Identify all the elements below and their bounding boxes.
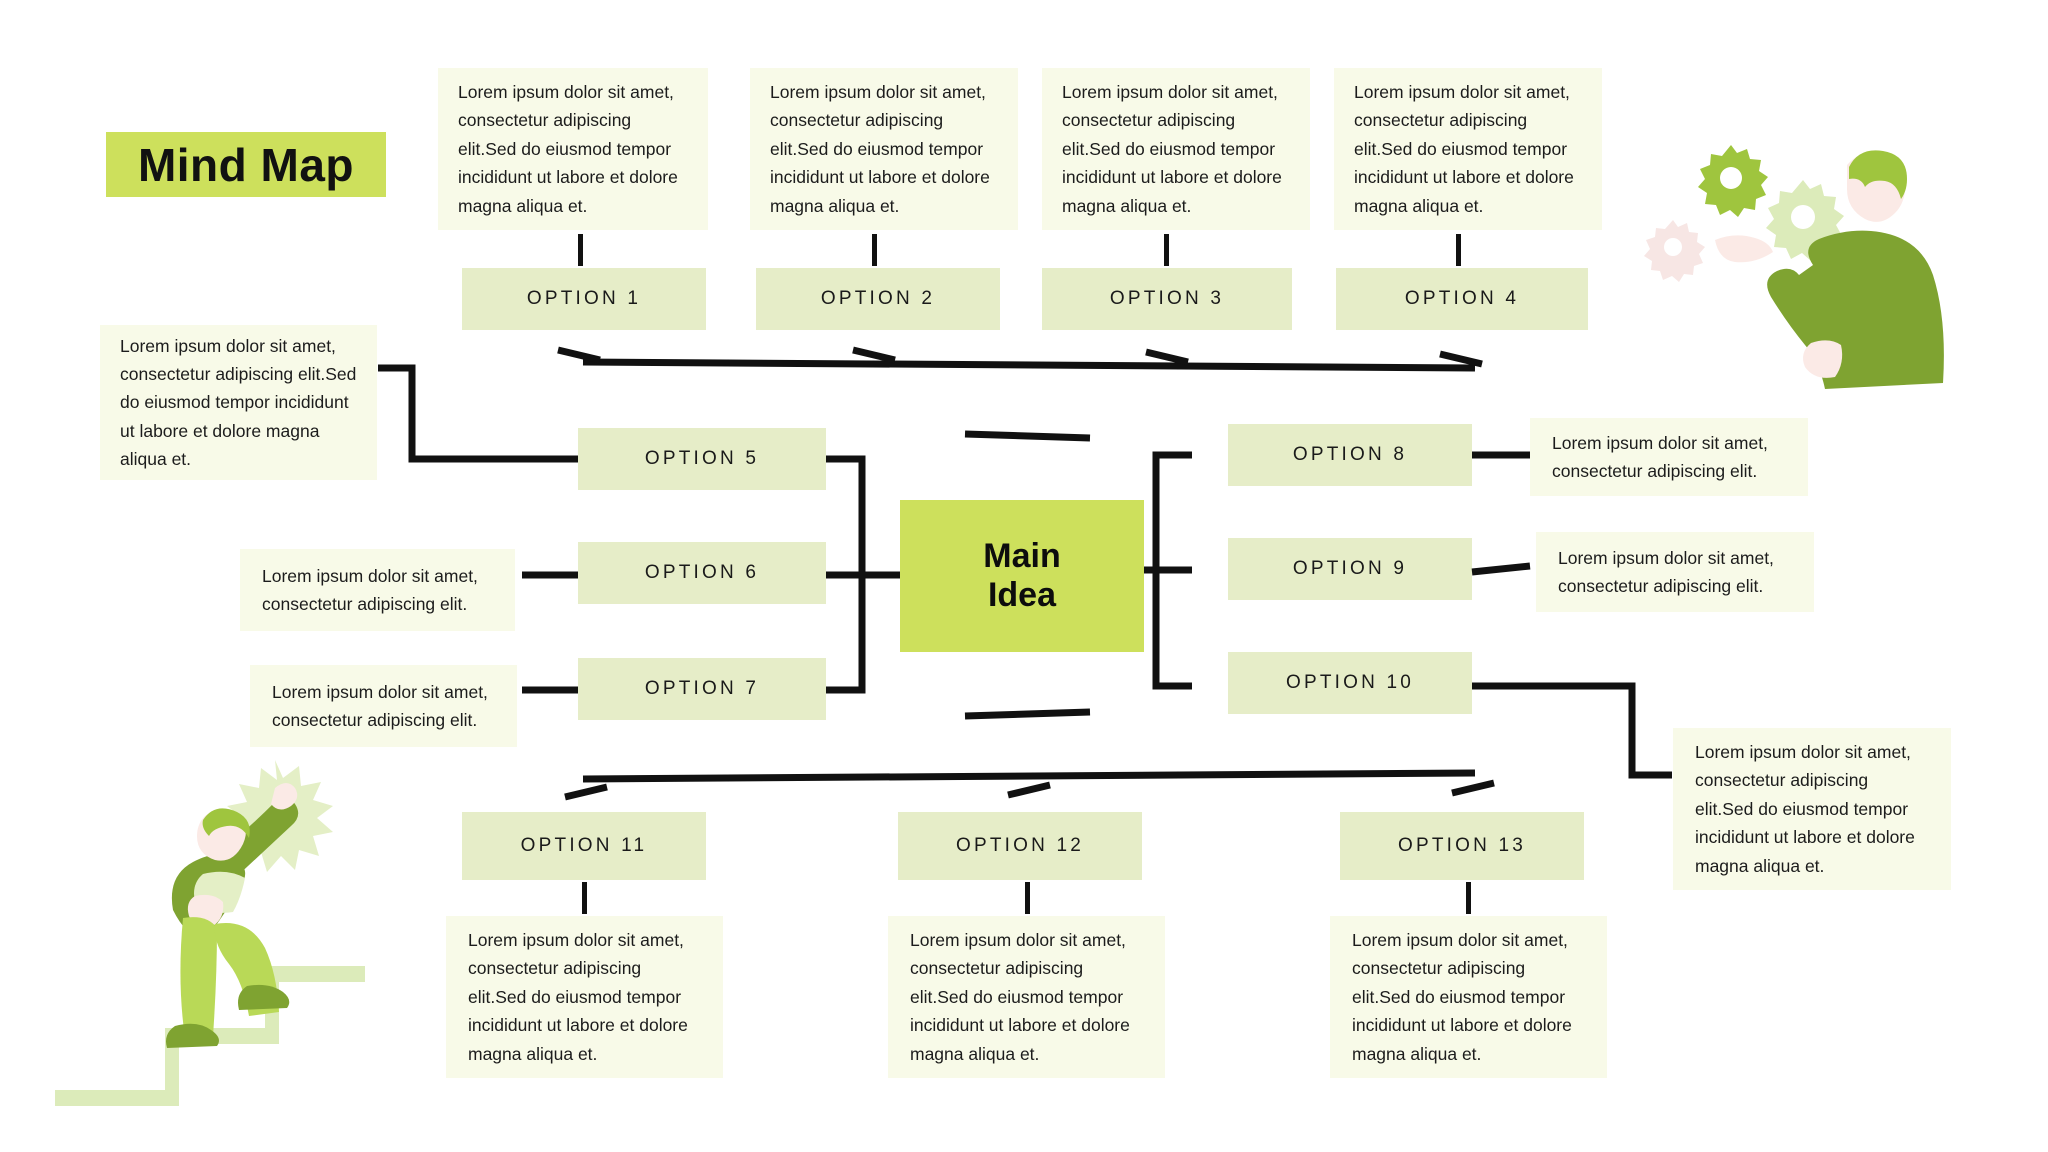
note-top-3-text: Lorem ipsum dolor sit amet, consectetur … [1062, 82, 1282, 216]
option-box-10-label: OPTION 10 [1285, 672, 1415, 693]
main-bottom-mark [964, 708, 1091, 720]
note-left-mid-text: Lorem ipsum dolor sit amet, consectetur … [262, 565, 478, 614]
note-top-2-text: Lorem ipsum dolor sit amet, consectetur … [770, 82, 990, 216]
page-title-text: Mind Map [137, 138, 355, 191]
note-top-4: Lorem ipsum dolor sit amet, consectetur … [1334, 68, 1602, 230]
option-box-5-label: OPTION 5 [644, 448, 760, 469]
gear-icon [1698, 145, 1768, 217]
note-bottom-3: Lorem ipsum dolor sit amet, consectetur … [1330, 916, 1607, 1078]
main-idea-line-2: Idea [987, 576, 1057, 614]
note-left-mid: Lorem ipsum dolor sit amet, consectetur … [240, 549, 515, 631]
connector-note-top-1-option-1 [578, 234, 583, 266]
note-left-low-text: Lorem ipsum dolor sit amet, consectetur … [272, 681, 488, 730]
option-box-8-label: OPTION 8 [1292, 444, 1408, 465]
top-stub-4 [1439, 350, 1483, 368]
option-box-12-label: OPTION 12 [955, 835, 1085, 856]
option-box-1-label: OPTION 1 [526, 288, 642, 309]
option-box-8[interactable]: OPTION 8 [1228, 424, 1472, 486]
note-top-3: Lorem ipsum dolor sit amet, consectetur … [1042, 68, 1310, 230]
option-box-7-label: OPTION 7 [644, 678, 760, 699]
option-box-9-label: OPTION 9 [1292, 558, 1408, 579]
option-box-2-label: OPTION 2 [820, 288, 936, 309]
note-top-2: Lorem ipsum dolor sit amet, consectetur … [750, 68, 1018, 230]
note-right-mid-text: Lorem ipsum dolor sit amet, consectetur … [1558, 547, 1774, 596]
connector-note-top-4-option-4 [1456, 234, 1461, 266]
gear-icon [1644, 220, 1705, 282]
option-box-10[interactable]: OPTION 10 [1228, 652, 1472, 714]
bottom-stub-13 [1451, 779, 1495, 797]
option-box-13-label: OPTION 13 [1397, 835, 1527, 856]
top-stub-3 [1145, 348, 1189, 366]
option-box-7[interactable]: OPTION 7 [578, 658, 826, 720]
option-box-1[interactable]: OPTION 1 [462, 268, 706, 330]
note-right-top: Lorem ipsum dolor sit amet, consectetur … [1530, 418, 1808, 496]
note-left-top: Lorem ipsum dolor sit amet, consectetur … [100, 325, 377, 480]
note-right-mid: Lorem ipsum dolor sit amet, consectetur … [1536, 532, 1814, 612]
option-box-11[interactable]: OPTION 11 [462, 812, 706, 880]
option-box-5[interactable]: OPTION 5 [578, 428, 826, 490]
main-idea-label: Main Idea [983, 537, 1060, 616]
connector-option-12-note-bottom-2 [1025, 882, 1030, 914]
person-hand [271, 783, 298, 810]
option-box-12[interactable]: OPTION 12 [898, 812, 1142, 880]
bottom-bus-line [582, 769, 1476, 783]
note-bottom-3-text: Lorem ipsum dolor sit amet, consectetur … [1352, 930, 1572, 1064]
person-with-gears-illustration [1644, 145, 1944, 389]
option-box-9[interactable]: OPTION 9 [1228, 538, 1472, 600]
option-box-3-label: OPTION 3 [1109, 288, 1225, 309]
person-leg-back [180, 917, 217, 1038]
option-box-6[interactable]: OPTION 6 [578, 542, 826, 604]
note-bottom-1: Lorem ipsum dolor sit amet, consectetur … [446, 916, 723, 1078]
connector-option-13-note-bottom-3 [1466, 882, 1471, 914]
bottom-stub-11 [564, 783, 608, 801]
note-top-1: Lorem ipsum dolor sit amet, consectetur … [438, 68, 708, 230]
option-9-to-note-right-mid [1471, 562, 1531, 576]
main-top-mark [964, 430, 1091, 442]
note-top-4-text: Lorem ipsum dolor sit amet, consectetur … [1354, 82, 1574, 216]
shoe-back [238, 984, 290, 1010]
option-box-6-label: OPTION 6 [644, 562, 760, 583]
connector-note-top-3-option-3 [1164, 234, 1169, 266]
bottom-stub-12 [1007, 781, 1051, 799]
top-stub-1 [557, 346, 601, 364]
note-bottom-2-text: Lorem ipsum dolor sit amet, consectetur … [910, 930, 1130, 1064]
note-right-low-text: Lorem ipsum dolor sit amet, consectetur … [1695, 742, 1915, 876]
top-bus-line [582, 358, 1476, 372]
note-right-top-text: Lorem ipsum dolor sit amet, consectetur … [1552, 432, 1768, 481]
note-bottom-1-text: Lorem ipsum dolor sit amet, consectetur … [468, 930, 688, 1064]
option-10-to-note-right-low [1472, 682, 1672, 779]
connector-option-11-note-bottom-1 [582, 882, 587, 914]
person-hair [202, 808, 250, 838]
note-left-top-to-option-5 [378, 364, 578, 463]
option-box-13[interactable]: OPTION 13 [1340, 812, 1584, 880]
option-box-2[interactable]: OPTION 2 [756, 268, 1000, 330]
page-title: Mind Map [106, 132, 386, 197]
option-box-11-label: OPTION 11 [520, 835, 648, 856]
main-idea-line-1: Main [983, 536, 1061, 575]
person-hand-lower [1803, 340, 1843, 378]
note-left-top-text: Lorem ipsum dolor sit amet, consectetur … [120, 335, 357, 470]
option-box-4[interactable]: OPTION 4 [1336, 268, 1588, 330]
person-hand [1715, 235, 1773, 263]
option-box-4-label: OPTION 4 [1404, 288, 1520, 309]
main-idea-box[interactable]: Main Idea [900, 500, 1144, 652]
note-bottom-2: Lorem ipsum dolor sit amet, consectetur … [888, 916, 1165, 1078]
note-right-low: Lorem ipsum dolor sit amet, consectetur … [1673, 728, 1951, 890]
top-stub-2 [852, 346, 896, 364]
person-climbing-stairs-illustration [55, 760, 365, 1106]
connector-note-top-2-option-2 [872, 234, 877, 266]
person-hair [1849, 150, 1907, 199]
note-top-1-text: Lorem ipsum dolor sit amet, consectetur … [458, 82, 678, 216]
note-left-low: Lorem ipsum dolor sit amet, consectetur … [250, 665, 517, 747]
shoe-front [166, 1023, 219, 1048]
option-box-3[interactable]: OPTION 3 [1042, 268, 1292, 330]
